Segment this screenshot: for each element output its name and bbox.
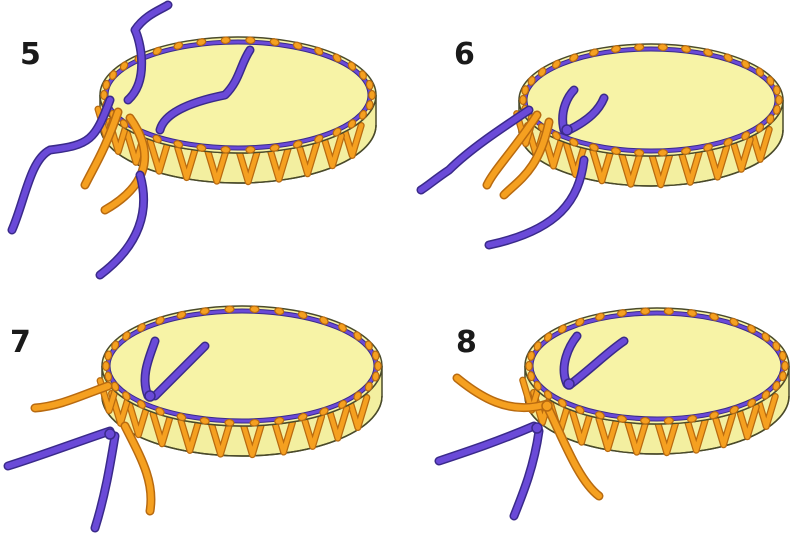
cord-knot	[562, 125, 572, 135]
lace-knot	[664, 308, 674, 315]
step-6-panel: 6	[399, 0, 798, 266]
lace-knot	[225, 419, 235, 426]
lace-knot	[634, 149, 644, 156]
step-8-label: 8	[456, 328, 477, 358]
lace-knot	[250, 306, 260, 313]
step-8-panel: 8	[399, 266, 798, 532]
step-5-illustration	[0, 0, 399, 266]
step-5-label: 5	[20, 40, 41, 70]
cord-knot	[145, 391, 155, 401]
lace-knot	[221, 37, 231, 44]
lace-knot	[634, 44, 644, 51]
lace-knot	[658, 44, 668, 51]
lace-knot	[640, 308, 650, 315]
lace-knot	[221, 146, 231, 153]
step-7-illustration	[0, 266, 399, 532]
cord-strand	[95, 436, 115, 528]
lace-knot	[225, 306, 235, 313]
lace-strand	[35, 386, 108, 408]
step-7-panel: 7	[0, 266, 399, 532]
lace-knot	[246, 146, 256, 153]
cord-knot	[532, 423, 542, 433]
step-7-label: 7	[10, 328, 31, 358]
lace-knot	[776, 96, 782, 105]
lace-knot	[782, 362, 788, 371]
step-6-label: 6	[454, 40, 475, 70]
lace-knot	[640, 417, 650, 424]
lace-knot	[375, 362, 381, 371]
lace-knot	[664, 417, 674, 424]
lace-knot	[103, 362, 109, 371]
step-8-illustration	[399, 266, 798, 532]
step-5-panel: 5	[0, 0, 399, 266]
cord-knot	[105, 429, 115, 439]
cord-strand	[514, 431, 539, 516]
lace-knot	[542, 401, 552, 411]
lace-knot	[658, 149, 668, 156]
cord-knot	[564, 379, 574, 389]
lace-knot	[526, 362, 532, 371]
lace-knot	[250, 419, 260, 426]
lace-knot	[520, 96, 526, 105]
cord-strand	[8, 431, 110, 466]
cord-strand	[439, 426, 534, 461]
lace-knot	[369, 91, 375, 100]
lace-knot	[246, 37, 256, 44]
